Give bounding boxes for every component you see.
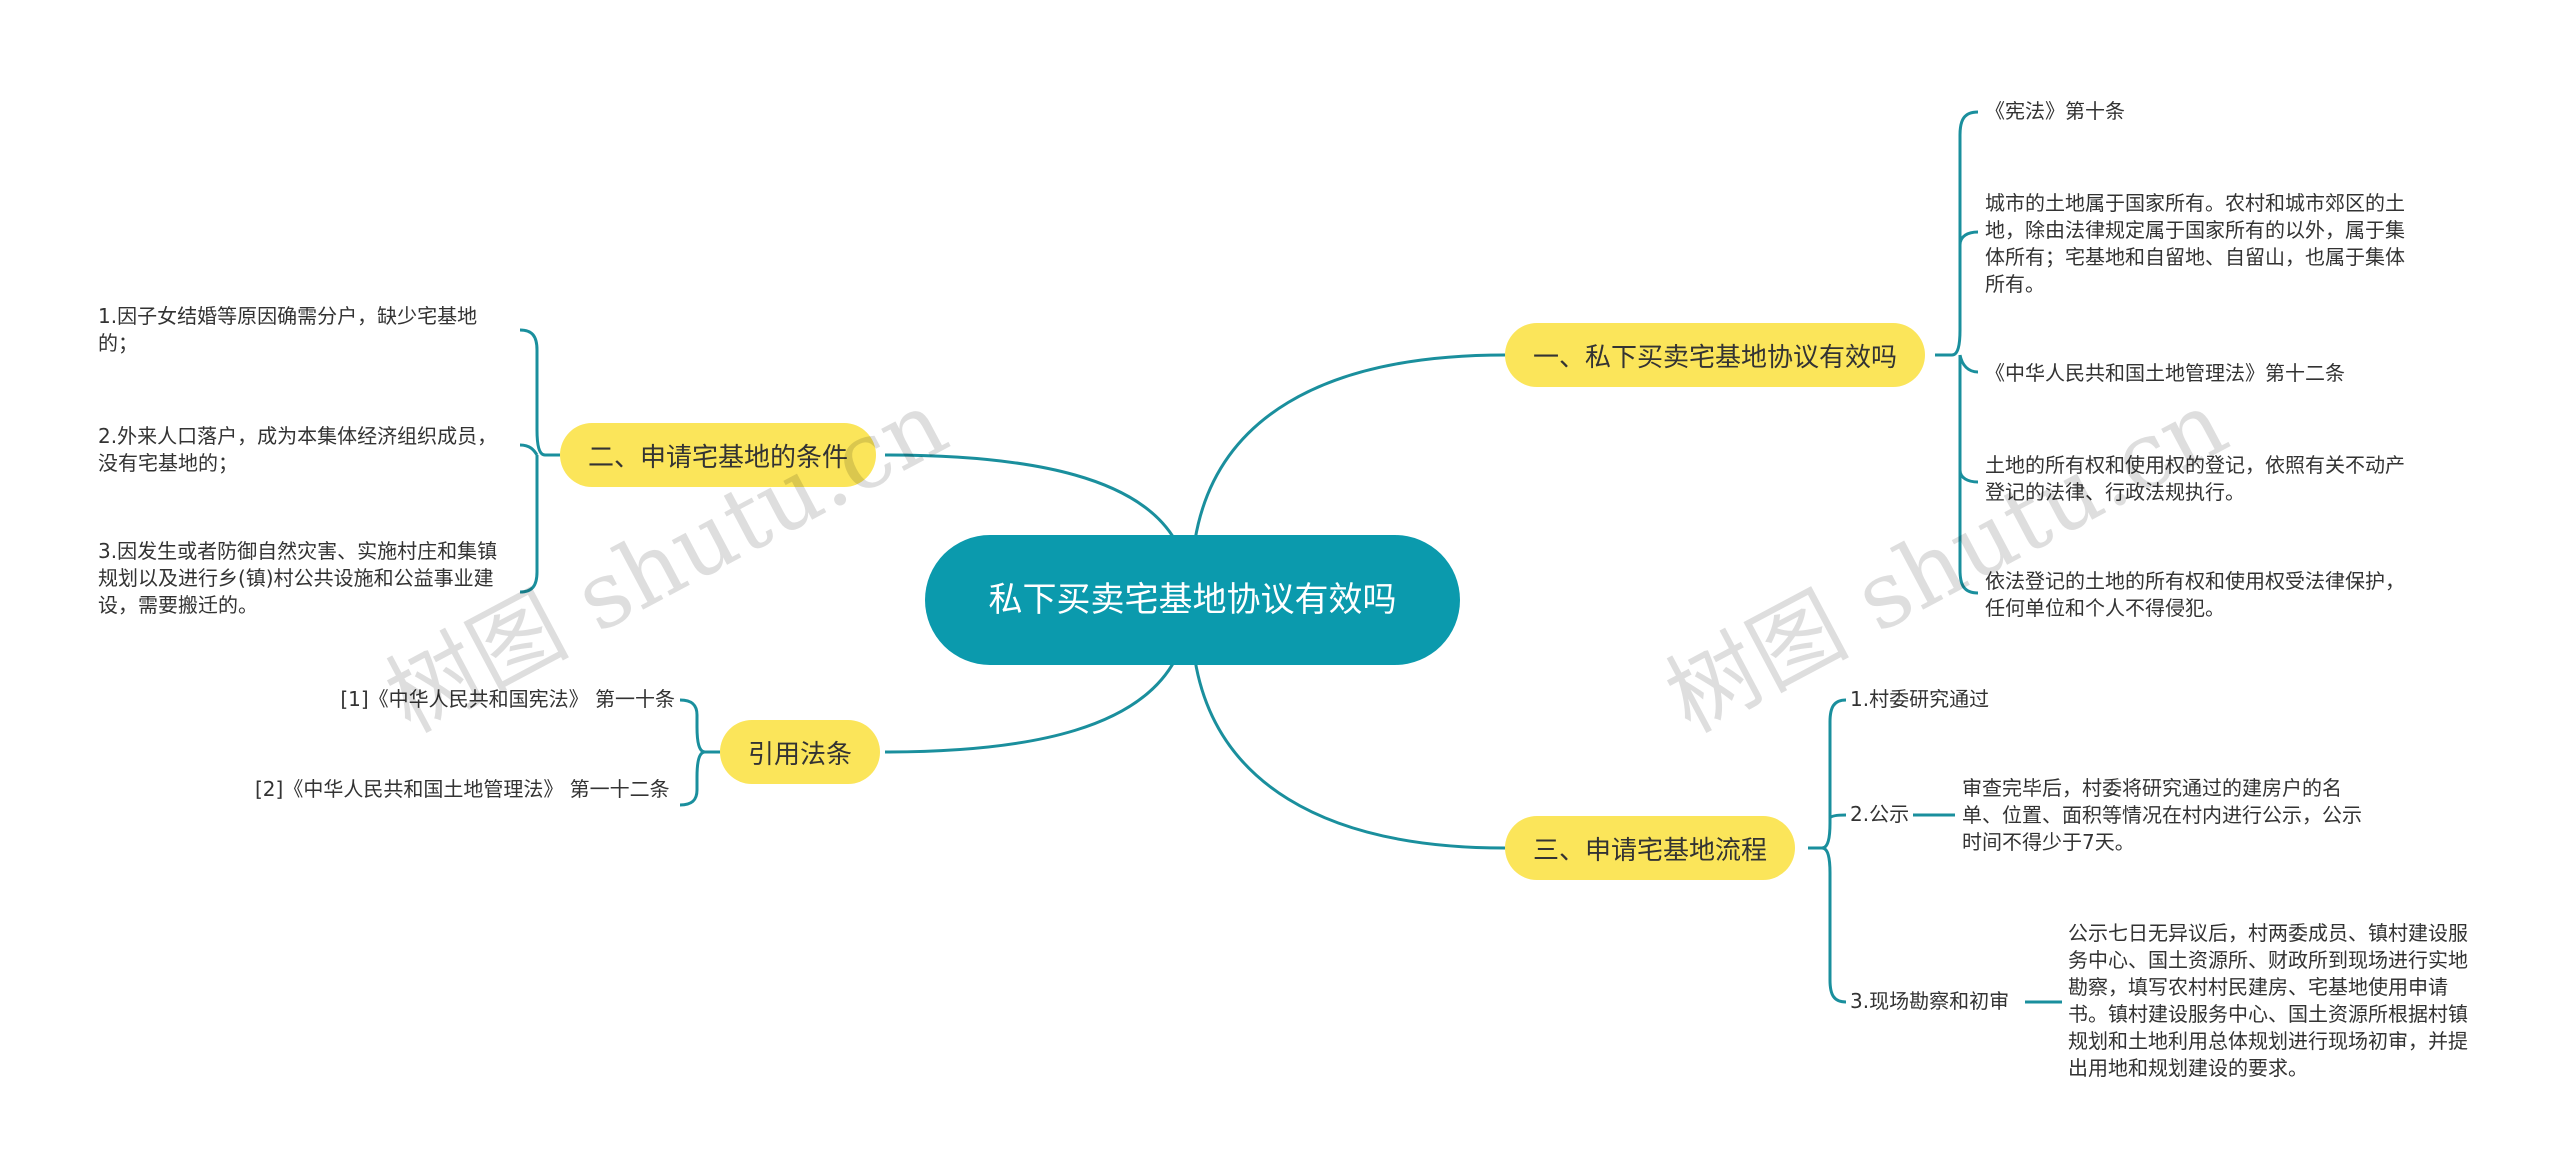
bracket-b4 — [679, 698, 720, 807]
step-b3-2-detail: 公示七日无异议后，村两委成员、镇村建设服务中心、国土资源所、财政所到现场进行实地… — [2068, 921, 2468, 1080]
leaf-b1-4: 依法登记的土地的所有权和使用权受法律保护，任何单位和个人不得侵犯。 — [1985, 569, 2405, 620]
leaf-b1-3: 土地的所有权和使用权的登记，依照有关不动产登记的法律、行政法规执行。 — [1985, 453, 2405, 504]
branch-node-b1[interactable]: 一、私下买卖宅基地协议有效吗 — [1505, 323, 1926, 387]
branch-label-b1: 一、私下买卖宅基地协议有效吗 — [1533, 342, 1898, 373]
bracket-b3 — [1808, 698, 1847, 1004]
bracket-b2 — [519, 328, 560, 594]
step-b3-1: 2.公示 — [1850, 802, 1910, 826]
branch-node-b3[interactable]: 三、申请宅基地流程 — [1505, 816, 1796, 880]
step-b3-1-detail: 审查完毕后，村委将研究通过的建房户的名单、位置、面积等情况在村内进行公示，公示时… — [1962, 776, 2362, 854]
leaf-b2-2: 3.因发生或者防御自然灾害、实施村庄和集镇规划以及进行乡(镇)村公共设施和公益事… — [98, 539, 498, 617]
link-root-b1 — [1193, 353, 1506, 541]
step-b3-0: 1.村委研究通过 — [1850, 687, 1990, 711]
branch-node-b4[interactable]: 引用法条 — [720, 720, 881, 784]
root-label: 私下买卖宅基地协议有效吗 — [988, 580, 1397, 620]
leaf-b2-1: 2.外来人口落户，成为本集体经济组织成员，没有宅基地的； — [98, 424, 498, 475]
bracket-b1 — [1935, 110, 1979, 595]
link-root-b3 — [1193, 659, 1506, 850]
link-root-b2 — [884, 453, 1177, 541]
step-b3-2: 3.现场勘察和初审 — [1850, 989, 2010, 1013]
branch-label-b2: 二、申请宅基地的条件 — [588, 442, 849, 473]
branch-label-b4: 引用法条 — [748, 739, 853, 770]
branch-node-b2[interactable]: 二、申请宅基地的条件 — [560, 423, 877, 487]
leaf-b1-2: 《中华人民共和国土地管理法》第十二条 — [1985, 361, 2345, 385]
link-root-b4 — [884, 659, 1177, 754]
leaf-b2-0: 1.因子女结婚等原因确需分户，缺少宅基地的； — [98, 304, 478, 355]
leaf-b1-0: 《宪法》第十条 — [1985, 99, 2125, 123]
leaf-b1-1: 城市的土地属于国家所有。农村和城市郊区的土地，除由法律规定属于国家所有的以外，属… — [1985, 191, 2405, 296]
leaf-b4-0: [1]《中华人民共和国宪法》 第一十条 — [340, 687, 675, 711]
root-node[interactable]: 私下买卖宅基地协议有效吗 — [925, 535, 1460, 665]
branch-label-b3: 三、申请宅基地流程 — [1533, 835, 1768, 866]
leaf-b4-1: [2]《中华人民共和国土地管理法》 第一十二条 — [255, 777, 670, 801]
